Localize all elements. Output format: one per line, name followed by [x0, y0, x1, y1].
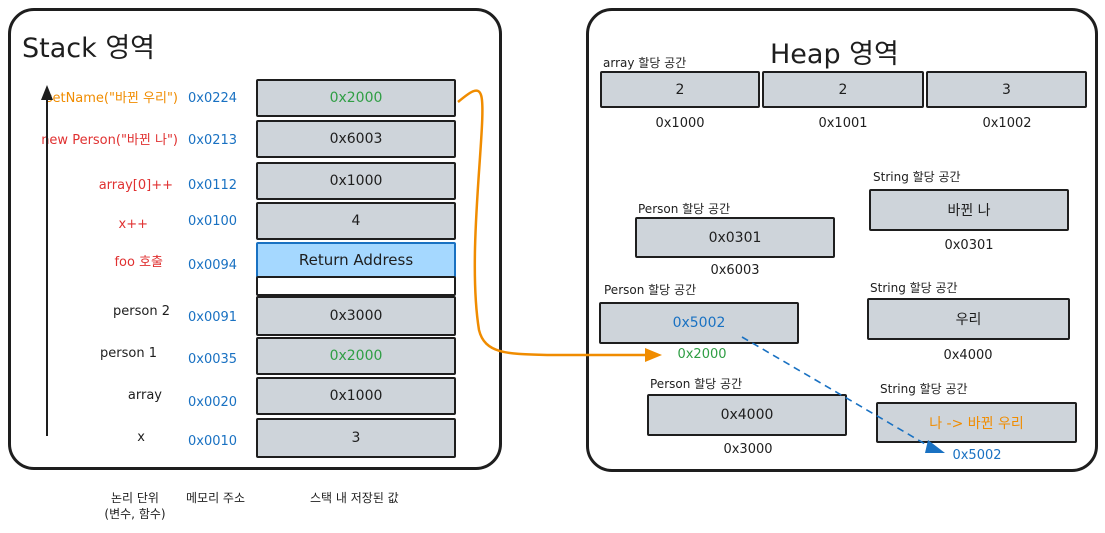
array-cell-0: 2 [600, 71, 760, 108]
footer-logical-unit: 논리 단위 (변수, 함수) [100, 490, 170, 522]
array-block-caption: array 할당 공간 [603, 56, 687, 70]
string-0301-address: 0x0301 [944, 238, 994, 253]
person-3000-address: 0x3000 [723, 442, 773, 457]
stack-address-4: 0x0094 [188, 258, 238, 273]
stack-value-7: 0x2000 [256, 337, 456, 375]
string-0301-caption: String 할당 공간 [873, 170, 961, 184]
stack-value-3: 4 [256, 202, 456, 240]
stack-value-5 [256, 276, 456, 296]
string-5002-address: 0x5002 [952, 448, 1002, 463]
person-2000-caption: Person 할당 공간 [604, 283, 697, 297]
stack-value-2: 0x1000 [256, 162, 456, 200]
stack-address-2: 0x0112 [188, 178, 238, 193]
stack-value-9: 3 [256, 418, 456, 458]
person-2000-address: 0x2000 [677, 347, 727, 362]
stack-address-0: 0x0224 [188, 91, 238, 106]
stack-value-8: 0x1000 [256, 377, 456, 415]
array-address-2: 0x1002 [982, 116, 1032, 131]
person-3000-caption: Person 할당 공간 [650, 377, 743, 391]
stack-label-0: setName("바뀐 우리") [45, 91, 178, 106]
stack-label-9: x [137, 430, 145, 445]
array-address-0: 0x1000 [655, 116, 705, 131]
footer-stack-value: 스택 내 저장된 값 [310, 491, 399, 505]
array-address-1: 0x1001 [818, 116, 868, 131]
string-4000-box: 우리 [867, 298, 1070, 340]
stack-address-3: 0x0100 [188, 214, 238, 229]
array-cell-1: 2 [762, 71, 924, 108]
footer-memory-address: 메모리 주소 [186, 491, 246, 505]
string-4000-address: 0x4000 [943, 348, 993, 363]
string-4000-caption: String 할당 공간 [870, 281, 958, 295]
stack-growth-arrowhead [41, 85, 53, 100]
pointer-arrow-orange-head [645, 348, 662, 362]
person-2000-box: 0x5002 [599, 302, 799, 344]
string-5002-box: 나 -> 바뀐 우리 [876, 402, 1077, 443]
stack-label-2: array[0]++ [98, 178, 173, 193]
stack-title: Stack 영역 [22, 33, 156, 64]
stack-value-1: 0x6003 [256, 120, 456, 158]
person-3000-box: 0x4000 [647, 394, 847, 436]
pointer-arrow-orange [457, 89, 650, 357]
stack-address-1: 0x0213 [188, 133, 238, 148]
string-5002-caption: String 할당 공간 [880, 382, 968, 396]
footer-logical-unit-line2: (변수, 함수) [104, 507, 166, 521]
stack-address-6: 0x0091 [188, 310, 238, 325]
heap-title: Heap 영역 [770, 39, 899, 70]
stack-value-6: 0x3000 [256, 296, 456, 336]
footer-logical-unit-line1: 논리 단위 [111, 491, 159, 505]
stack-value-4: Return Address [256, 242, 456, 278]
stack-label-1: new Person("바뀐 나") [41, 133, 178, 148]
stack-label-3: x++ [118, 217, 148, 232]
stack-address-8: 0x0020 [188, 395, 238, 410]
stack-address-9: 0x0010 [188, 434, 238, 449]
person-6003-box: 0x0301 [635, 217, 835, 258]
person-6003-caption: Person 할당 공간 [638, 202, 731, 216]
stack-label-4: foo 호출 [114, 255, 163, 270]
array-cell-2: 3 [926, 71, 1087, 108]
stack-label-7: person 1 [100, 346, 157, 361]
stack-address-7: 0x0035 [188, 352, 238, 367]
pointer-arrow-blue-head [925, 440, 945, 453]
pointer-arrow-blue-dashed [741, 336, 933, 449]
string-0301-box: 바뀐 나 [869, 189, 1069, 231]
person-6003-address: 0x6003 [710, 263, 760, 278]
stack-label-6: person 2 [113, 304, 170, 319]
stack-label-8: array [127, 388, 162, 403]
stack-value-0: 0x2000 [256, 79, 456, 117]
